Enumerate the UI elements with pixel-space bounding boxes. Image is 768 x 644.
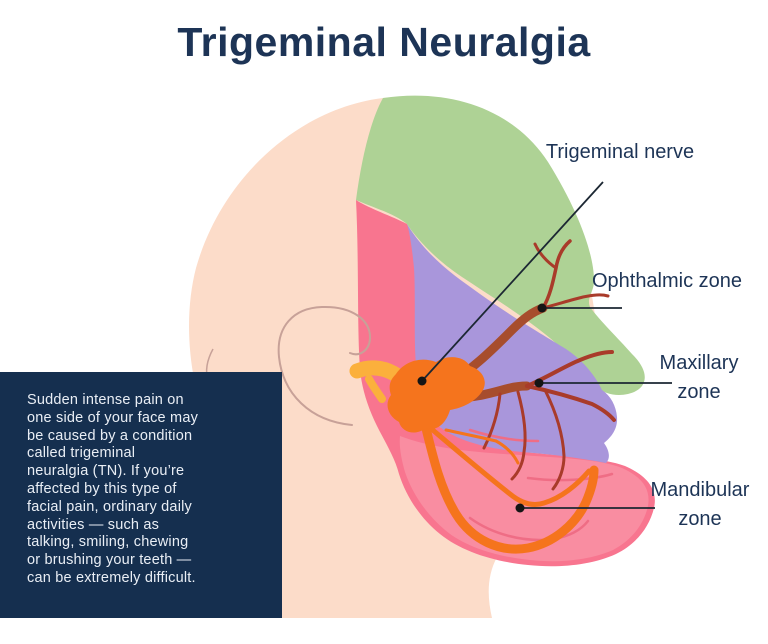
ophthalmic-zone-shape bbox=[356, 95, 645, 395]
mandibular-dot bbox=[515, 503, 525, 513]
page-title: Trigeminal Neuralgia bbox=[177, 19, 591, 65]
jaw-shape bbox=[399, 436, 649, 562]
maxillary-zone-label: Maxillary zone bbox=[659, 352, 739, 403]
nerve-root bbox=[349, 360, 406, 403]
ophthalmic-dot bbox=[537, 303, 547, 313]
trigeminal-nerve-label: Trigeminal nerve bbox=[545, 141, 695, 163]
trigeminal-ganglion bbox=[387, 357, 485, 433]
pointer-lines bbox=[421, 181, 672, 509]
ear-outline bbox=[277, 305, 372, 426]
info-panel-text: Sudden intense pain on one side of your … bbox=[27, 392, 199, 586]
ophthalmic-zone-label: Ophthalmic zone bbox=[591, 270, 743, 292]
trigeminal-nerve-dot bbox=[417, 376, 427, 386]
info-panel: Sudden intense pain on one side of your … bbox=[0, 372, 282, 618]
maxillary-dot bbox=[534, 378, 544, 388]
mandibular-zone-label: Mandibular zone bbox=[650, 479, 750, 530]
nerve-branches bbox=[482, 239, 616, 491]
mandibular-nerve bbox=[416, 403, 599, 554]
pointer-dots bbox=[417, 303, 547, 513]
trigeminal-nerve-pointer bbox=[421, 181, 604, 382]
